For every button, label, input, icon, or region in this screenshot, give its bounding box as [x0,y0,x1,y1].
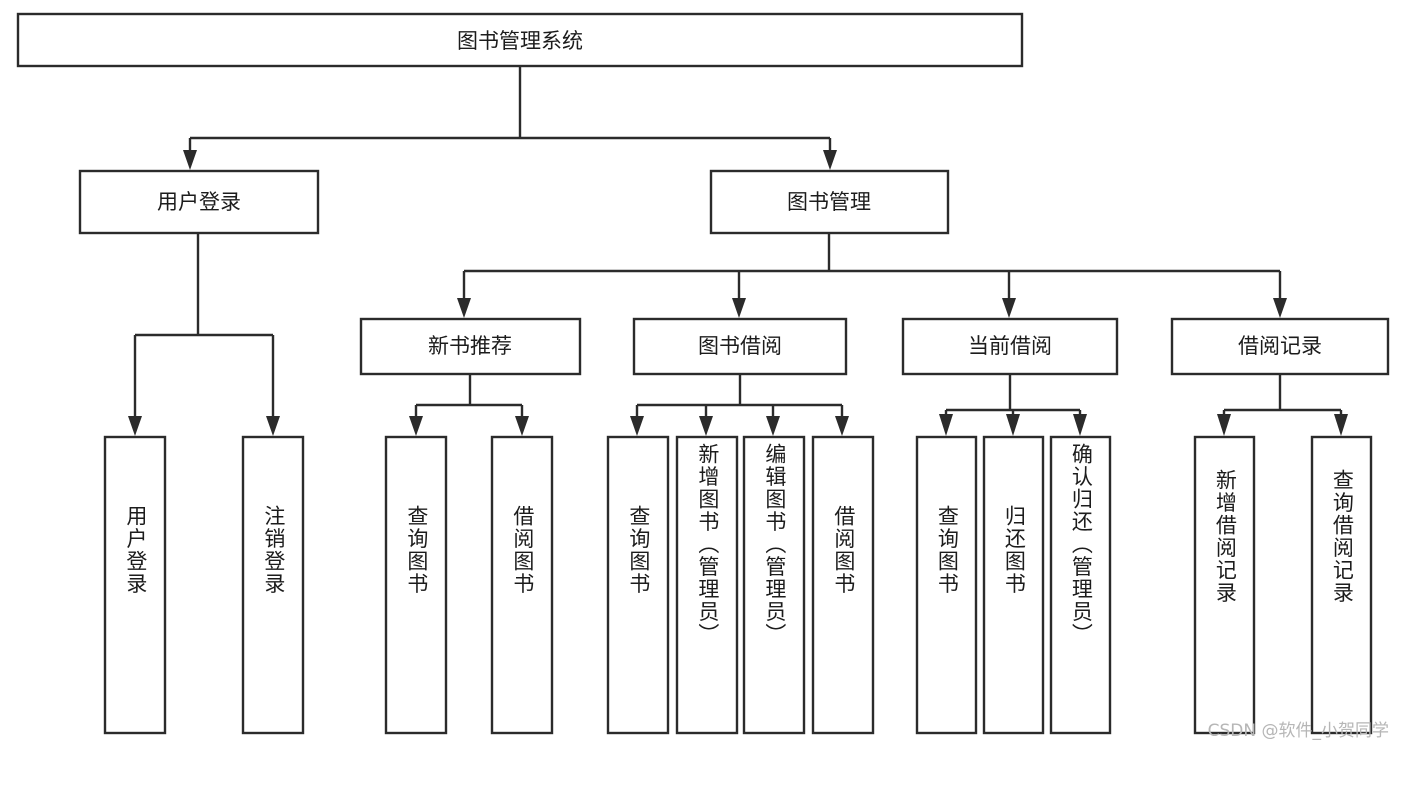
node-book-borrow-box[interactable] [632,317,848,376]
node-book-manage-label: 图书管理 [787,190,871,214]
arrowhead-borrow-record [1273,298,1287,318]
arrowhead-leaf-confirm-return [1073,414,1087,436]
connector-group-root [183,67,837,170]
leaf-add-record-box[interactable] [1193,435,1256,735]
arrowhead-leaf-edit-book [766,416,780,436]
leaf-borrow-book-1-box[interactable] [490,435,554,735]
node-user-login[interactable]: 用户登录 [78,169,320,235]
arrowhead-leaf-borrow-book-1 [515,416,529,436]
leaf-add-book-box[interactable] [675,435,739,735]
leaf-user-logout-box[interactable] [241,435,305,735]
arrowhead-leaf-query-book-1 [409,416,423,436]
arrowhead-leaf-user-logout [266,416,280,436]
node-root-box[interactable] [16,12,1024,68]
leaf-boxes [103,435,1373,735]
node-current-borrow-box[interactable] [901,317,1119,376]
tree-diagram-svg: 图书管理系统 用户登录 图书管理 新书推荐 图书借阅 当前借阅 借阅记录 [16,12,1390,735]
node-current-borrow-label: 当前借阅 [968,334,1052,358]
arrowhead-book-borrow [732,298,746,318]
leaf-edit-book-box[interactable] [742,435,806,735]
connector-group-user-login [128,233,280,436]
arrowhead-leaf-borrow-book-2 [835,416,849,436]
leaf-query-record-box[interactable] [1310,435,1373,735]
node-borrow-record-box[interactable] [1170,317,1390,376]
arrowhead-user-login [183,150,197,170]
node-current-borrow[interactable]: 当前借阅 [901,317,1119,376]
node-new-book-recommend-box[interactable] [359,317,582,376]
arrowhead-leaf-query-book-3 [939,414,953,436]
arrowhead-leaf-query-record [1334,414,1348,436]
connector-group-borrow-record [1217,374,1348,436]
node-user-login-box[interactable] [78,169,320,235]
node-borrow-record[interactable]: 借阅记录 [1170,317,1390,376]
arrowhead-new-book-recommend [457,298,471,318]
leaf-query-book-2-box[interactable] [606,435,670,735]
node-root[interactable]: 图书管理系统 [16,12,1024,68]
arrowhead-leaf-add-book [699,416,713,436]
arrowhead-leaf-query-book-2 [630,416,644,436]
connector-group-new-book-recommend [409,374,529,436]
connector-group-current-borrow [939,374,1087,436]
leaf-borrow-book-2-box[interactable] [811,435,875,735]
diagram-canvas: 图书管理系统 用户登录 图书管理 新书推荐 图书借阅 当前借阅 借阅记录 [16,12,1390,741]
node-user-login-label: 用户登录 [157,190,241,214]
connector-group-book-manage [457,234,1287,318]
leaf-confirm-return-box[interactable] [1049,435,1112,735]
node-borrow-record-label: 借阅记录 [1238,334,1322,358]
arrowhead-book-manage [823,150,837,170]
leaf-user-login-box[interactable] [103,435,167,735]
connector-group-book-borrow [630,374,849,436]
leaf-return-book-box[interactable] [982,435,1045,735]
leaf-query-book-3-box[interactable] [915,435,978,735]
node-book-manage-box[interactable] [709,169,950,235]
arrowhead-leaf-return-book [1006,414,1020,436]
leaf-query-book-1-box[interactable] [384,435,448,735]
node-root-label: 图书管理系统 [457,29,583,53]
node-book-borrow-label: 图书借阅 [698,334,782,358]
node-new-book-recommend[interactable]: 新书推荐 [359,317,582,376]
node-book-borrow[interactable]: 图书借阅 [632,317,848,376]
node-new-book-recommend-label: 新书推荐 [428,334,512,358]
arrowhead-leaf-add-record [1217,414,1231,436]
arrowhead-current-borrow [1002,298,1016,318]
arrowhead-leaf-user-login [128,416,142,436]
node-book-manage[interactable]: 图书管理 [709,169,950,235]
